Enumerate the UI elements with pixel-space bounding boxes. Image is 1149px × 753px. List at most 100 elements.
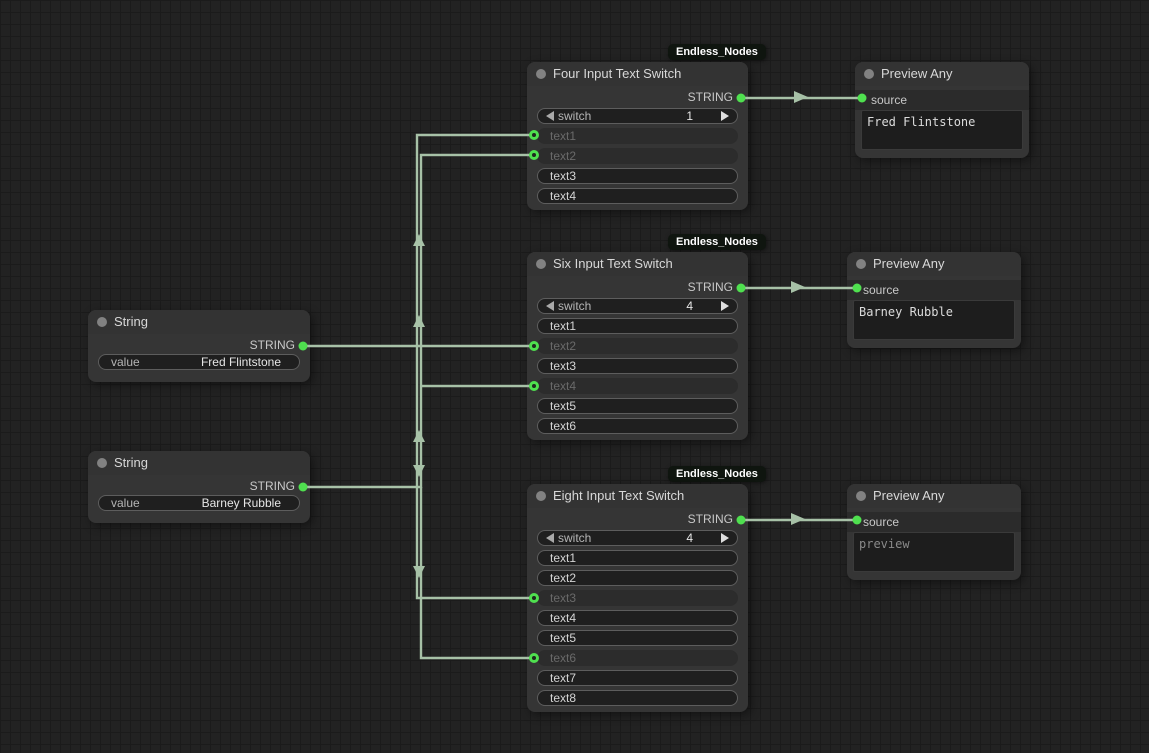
decrement-arrow-icon[interactable] xyxy=(546,111,554,121)
preview-text-area[interactable]: Fred Flintstone xyxy=(861,110,1023,150)
switch-value: 4 xyxy=(686,299,693,313)
collapse-dot-icon[interactable] xyxy=(864,69,874,79)
text-input-row[interactable]: text4 xyxy=(537,378,738,394)
switch-stepper[interactable]: switch 4 xyxy=(537,530,738,546)
node-badge: Endless_Nodes xyxy=(668,44,766,60)
node-title: Preview Any xyxy=(873,488,945,503)
string-node-2[interactable]: String STRING value Barney Rubble xyxy=(88,451,310,523)
text-input-row[interactable]: text2 xyxy=(537,570,738,586)
text-input-row[interactable]: text4 xyxy=(537,188,738,204)
collapse-dot-icon[interactable] xyxy=(856,491,866,501)
text-input-row[interactable]: text3 xyxy=(537,590,738,606)
collapse-dot-icon[interactable] xyxy=(536,491,546,501)
preview-text-area[interactable]: preview xyxy=(853,532,1015,572)
row-label: text7 xyxy=(550,671,577,685)
text-input-row[interactable]: text2 xyxy=(537,148,738,164)
text-input-row[interactable]: text3 xyxy=(537,358,738,374)
row-label: text1 xyxy=(550,319,577,333)
switch-stepper[interactable]: switch 4 xyxy=(537,298,738,314)
row-label: text3 xyxy=(550,359,577,373)
node-badge: Endless_Nodes xyxy=(668,234,766,250)
six-input-text-switch-node[interactable]: Six Input Text Switch STRING switch 4 te… xyxy=(527,252,748,440)
row-label: text4 xyxy=(550,189,577,203)
decrement-arrow-icon[interactable] xyxy=(546,301,554,311)
increment-arrow-icon[interactable] xyxy=(721,301,729,311)
node-title-bar[interactable]: String xyxy=(88,310,310,334)
node-title-bar[interactable]: Four Input Text Switch xyxy=(527,62,748,86)
eight-input-text-switch-node[interactable]: Eight Input Text Switch STRING switch 4 … xyxy=(527,484,748,712)
widget-value: Fred Flintstone xyxy=(200,355,281,369)
switch-stepper[interactable]: switch 1 xyxy=(537,108,738,124)
collapse-dot-icon[interactable] xyxy=(97,458,107,468)
text-input-row[interactable]: text1 xyxy=(537,128,738,144)
row-label: text8 xyxy=(550,691,577,705)
collapse-dot-icon[interactable] xyxy=(536,259,546,269)
row-label: text3 xyxy=(550,169,577,183)
collapse-dot-icon[interactable] xyxy=(97,317,107,327)
node-title-bar[interactable]: Six Input Text Switch xyxy=(527,252,748,276)
wire-arrow-up-icon xyxy=(413,430,425,442)
node-title-bar[interactable]: Preview Any xyxy=(847,252,1021,276)
node-title: String xyxy=(114,314,148,329)
text-input-row[interactable]: text6 xyxy=(537,418,738,434)
output-slot-label: STRING xyxy=(249,338,295,352)
collapse-dot-icon[interactable] xyxy=(536,69,546,79)
output-slot-label: STRING xyxy=(687,512,733,526)
switch-label: switch xyxy=(558,299,592,313)
string-node-1[interactable]: String STRING value Fred Flintstone xyxy=(88,310,310,382)
switch-label: switch xyxy=(558,531,592,545)
input-slot-label: source xyxy=(847,512,1021,532)
increment-arrow-icon[interactable] xyxy=(721,533,729,543)
widget-value: Barney Rubble xyxy=(201,496,281,510)
text-input-row[interactable]: text5 xyxy=(537,630,738,646)
node-title: Preview Any xyxy=(881,66,953,81)
row-label: text1 xyxy=(550,551,577,565)
four-input-text-switch-node[interactable]: Four Input Text Switch STRING switch 1 t… xyxy=(527,62,748,210)
node-title: Six Input Text Switch xyxy=(553,256,673,271)
row-label: text4 xyxy=(550,379,577,393)
wire-barney-to-eight-text6 xyxy=(419,487,531,660)
node-title: String xyxy=(114,455,148,470)
preview-text-area[interactable]: Barney Rubble xyxy=(853,300,1015,340)
node-title-bar[interactable]: Preview Any xyxy=(855,62,1029,86)
row-label: text2 xyxy=(550,149,577,163)
text-input-row[interactable]: text7 xyxy=(537,670,738,686)
preview-any-node-3[interactable]: Preview Any source preview xyxy=(847,484,1021,580)
node-badge: Endless_Nodes xyxy=(668,466,766,482)
node-title-bar[interactable]: Preview Any xyxy=(847,484,1021,508)
row-label: text1 xyxy=(550,129,577,143)
text-input-row[interactable]: text8 xyxy=(537,690,738,706)
decrement-arrow-icon[interactable] xyxy=(546,533,554,543)
wire-arrow-up-icon xyxy=(413,315,425,327)
text-input-row[interactable]: text1 xyxy=(537,318,738,334)
node-title: Four Input Text Switch xyxy=(553,66,682,81)
row-label: text6 xyxy=(550,651,577,665)
value-widget[interactable]: value Barney Rubble xyxy=(98,495,300,511)
collapse-dot-icon[interactable] xyxy=(856,259,866,269)
input-slot-label: source xyxy=(847,280,1021,300)
switch-label: switch xyxy=(558,109,592,123)
text-input-row[interactable]: text1 xyxy=(537,550,738,566)
value-widget[interactable]: value Fred Flintstone xyxy=(98,354,300,370)
preview-any-node-2[interactable]: Preview Any source Barney Rubble xyxy=(847,252,1021,348)
row-label: text6 xyxy=(550,419,577,433)
text-input-row[interactable]: text2 xyxy=(537,338,738,354)
input-slot-label: source xyxy=(855,90,1029,110)
text-input-row[interactable]: text5 xyxy=(537,398,738,414)
wire-arrow-right-icon xyxy=(791,513,805,525)
row-label: text4 xyxy=(550,611,577,625)
node-title: Preview Any xyxy=(873,256,945,271)
increment-arrow-icon[interactable] xyxy=(721,111,729,121)
node-title-bar[interactable]: Eight Input Text Switch xyxy=(527,484,748,508)
text-input-row[interactable]: text3 xyxy=(537,168,738,184)
text-input-row[interactable]: text4 xyxy=(537,610,738,626)
wire-arrow-right-icon xyxy=(794,91,808,103)
node-title: Eight Input Text Switch xyxy=(553,488,685,503)
node-title-bar[interactable]: String xyxy=(88,451,310,475)
wire-barney-to-four-text2 xyxy=(305,153,531,489)
preview-any-node-1[interactable]: Preview Any source Fred Flintstone xyxy=(855,62,1029,158)
row-label: text5 xyxy=(550,631,577,645)
text-input-row[interactable]: text6 xyxy=(537,650,738,666)
row-label: text2 xyxy=(550,339,577,353)
